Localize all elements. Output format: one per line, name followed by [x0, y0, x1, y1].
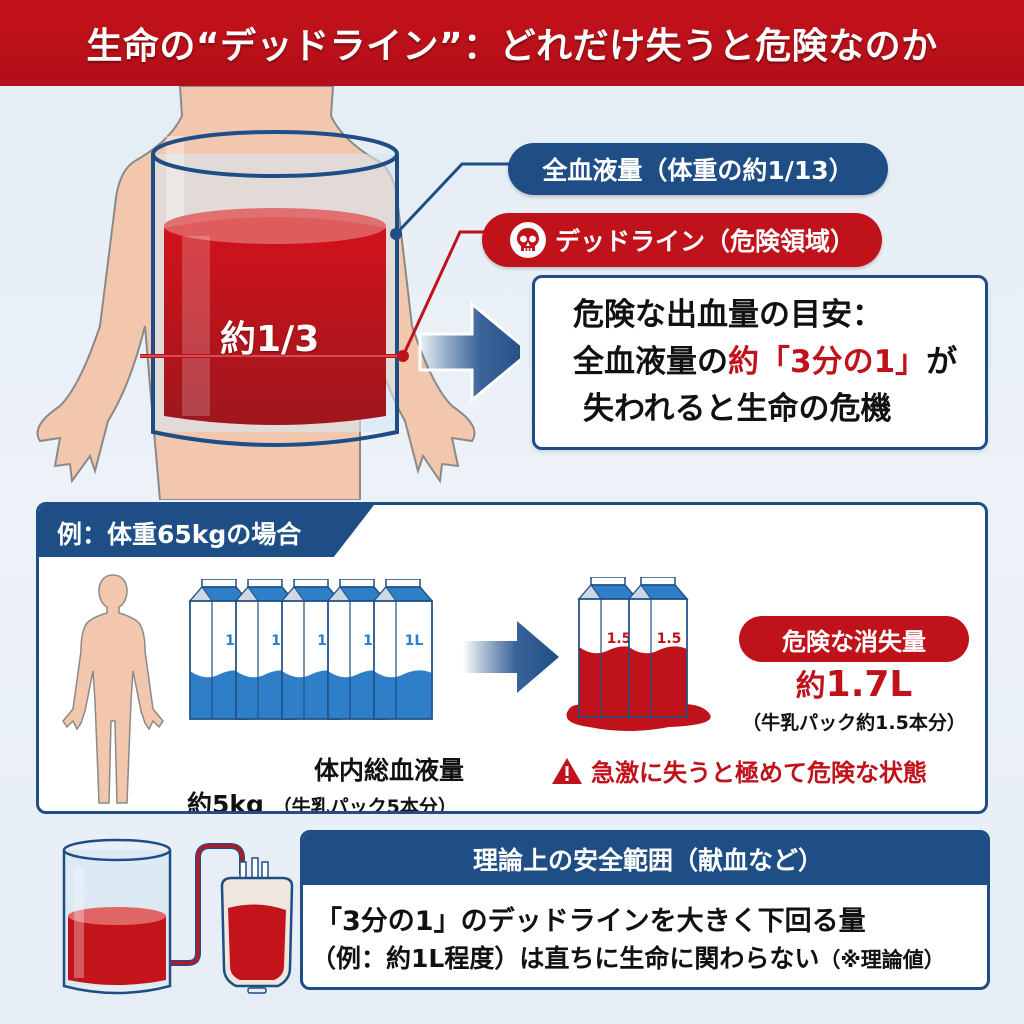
info-line-1: 危険な出血量の目安： — [573, 297, 883, 333]
total-blood-connector — [394, 162, 512, 236]
blood-fill — [164, 217, 386, 425]
milk-carton-icon: 1.5 — [577, 577, 639, 718]
blood-donation-illustration — [62, 838, 294, 995]
total-blood-pill: 全血液量（体重の約1/13） — [508, 143, 888, 195]
info-line-2: 全血液量の約「3分の1」が — [573, 344, 958, 380]
total-blood-label: 体内総血液量 — [313, 756, 464, 785]
arrow-right-icon — [463, 621, 559, 693]
milk-cartons-group: 1 1 1 1 1L — [188, 579, 434, 720]
safe-range-line-1: 「3分の1」のデッドラインを大きく下回る量 — [315, 906, 866, 937]
warning-icon — [552, 757, 582, 784]
carton-label: 1.5 — [607, 631, 632, 647]
carton-label: 1 — [363, 633, 373, 649]
safe-range-header: 理論上の安全範囲（献血など） — [303, 833, 987, 885]
warning-text: 急激に失うと極めて危険な状態 — [591, 759, 927, 787]
lost-blood-cartons: 1.5 1.5 — [566, 577, 711, 731]
danger-loss-value: 約1.7L — [795, 664, 913, 705]
carton-label: 1 — [271, 633, 281, 649]
skull-icon — [509, 222, 546, 258]
info-line-3: 失われると生命の危機 — [583, 391, 892, 427]
body-cylinder-illustration — [36, 86, 520, 500]
beaker-icon — [62, 838, 172, 995]
carton-label: 1 — [225, 633, 235, 649]
deadline-connector — [401, 230, 486, 357]
milk-carton-icon: 1.5 — [627, 577, 689, 718]
carton-label: 1.5 — [657, 631, 682, 647]
page-title: 生命の“デッドライン”：どれだけ失うと危険なのか — [86, 26, 938, 67]
danger-loss-note: （牛乳パック約1.5本分） — [742, 712, 966, 734]
example-panel: 例：体重65kgの場合 1 1 1 1 1L 体内総血液量 約5kg （牛乳パック5本分… — [36, 502, 988, 814]
milk-carton-icon: 1L — [372, 579, 434, 720]
blood-bag-icon — [220, 857, 294, 994]
deadline-pill: デッドライン（危険領域） — [482, 213, 882, 267]
info-highlight: 約「3分の1」 — [728, 344, 927, 380]
example-tab — [39, 505, 374, 557]
blood-cylinder — [151, 130, 399, 447]
carton-label: 1L — [405, 633, 424, 649]
human-figure-icon — [62, 574, 164, 804]
example-tab-label: 例：体重65kgの場合 — [57, 520, 302, 549]
warning-row: 急激に失うと極めて危険な状態 — [551, 753, 927, 788]
danger-loss-pill: 危険な消失量 — [739, 616, 969, 662]
arrow-right-icon — [418, 300, 520, 404]
safe-range-line-2: （例：約1L程度）は直ちに生命に関わらない（※理論値） — [311, 944, 945, 973]
total-blood-value: 約5kg （牛乳パック5本分） — [187, 790, 457, 814]
cylinder-fraction-label: 約1/3 — [220, 319, 320, 360]
danger-threshold-box: 危険な出血量の目安： 全血液量の約「3分の1」が 失われると生命の危機 — [532, 275, 988, 450]
safe-range-panel: 理論上の安全範囲（献血など） 「3分の1」のデッドラインを大きく下回る量 （例：… — [300, 830, 990, 990]
carton-label: 1 — [317, 633, 327, 649]
page-header: 生命の“デッドライン”：どれだけ失うと危険なのか — [0, 0, 1024, 86]
